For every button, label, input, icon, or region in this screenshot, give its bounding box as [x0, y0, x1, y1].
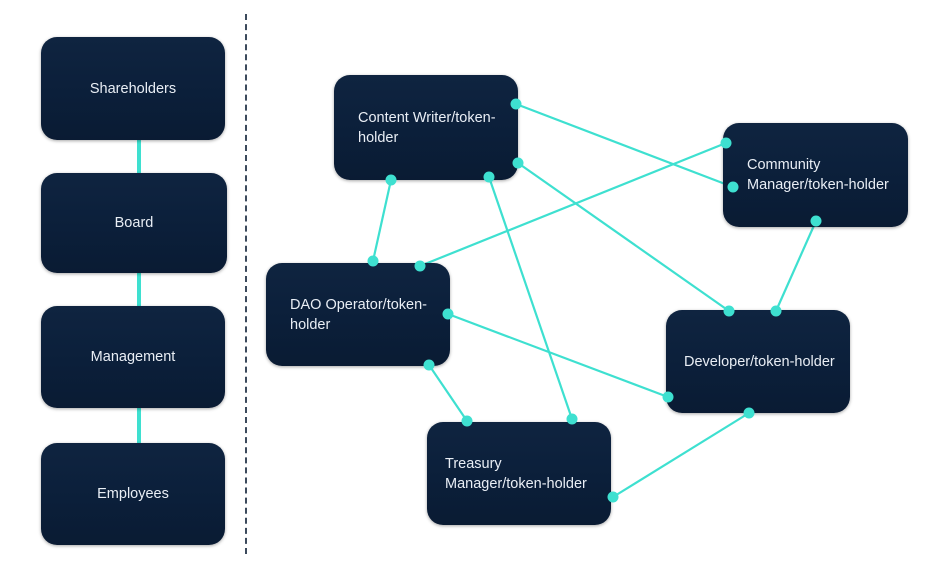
node-label: Board — [114, 215, 154, 231]
link-community-manager-dao-operator — [419, 141, 727, 268]
node-management[interactable]: Management — [41, 306, 225, 408]
node-employees[interactable]: Employees — [41, 443, 225, 545]
node-dao-operator[interactable]: DAO Operator/token- holder — [266, 263, 450, 366]
link-content-writer-community-manager — [515, 102, 734, 189]
link-content-writer-treasury-manager — [487, 176, 574, 420]
link-dao-operator-developer — [447, 312, 669, 399]
link-community-manager-developer — [774, 220, 818, 312]
node-label: Community Manager/token-holder — [747, 157, 889, 193]
node-shareholders[interactable]: Shareholders — [41, 37, 225, 140]
node-developer[interactable]: Developer/token-holder — [666, 310, 850, 413]
link-dao-operator-treasury-manager — [428, 364, 468, 422]
node-content-writer[interactable]: Content Writer/token- holder — [334, 75, 518, 180]
node-label: Content Writer/token- holder — [358, 109, 496, 146]
node-label: Treasury Manager/token-holder — [445, 455, 587, 492]
link-content-writer-dao-operator — [371, 179, 393, 262]
link-treasury-manager-developer — [612, 412, 750, 498]
node-label: Shareholders — [89, 80, 177, 97]
node-board[interactable]: Board — [41, 173, 227, 273]
section-divider — [245, 14, 247, 554]
node-label: Developer/token-holder — [684, 353, 835, 370]
node-label: Management — [90, 349, 176, 365]
node-label: Employees — [97, 486, 169, 502]
node-community-manager[interactable]: Community Manager/token-holder — [723, 123, 908, 227]
node-treasury-manager[interactable]: Treasury Manager/token-holder — [427, 422, 611, 525]
node-label: DAO Operator/token- holder — [290, 296, 427, 333]
link-content-writer-developer — [517, 162, 730, 312]
